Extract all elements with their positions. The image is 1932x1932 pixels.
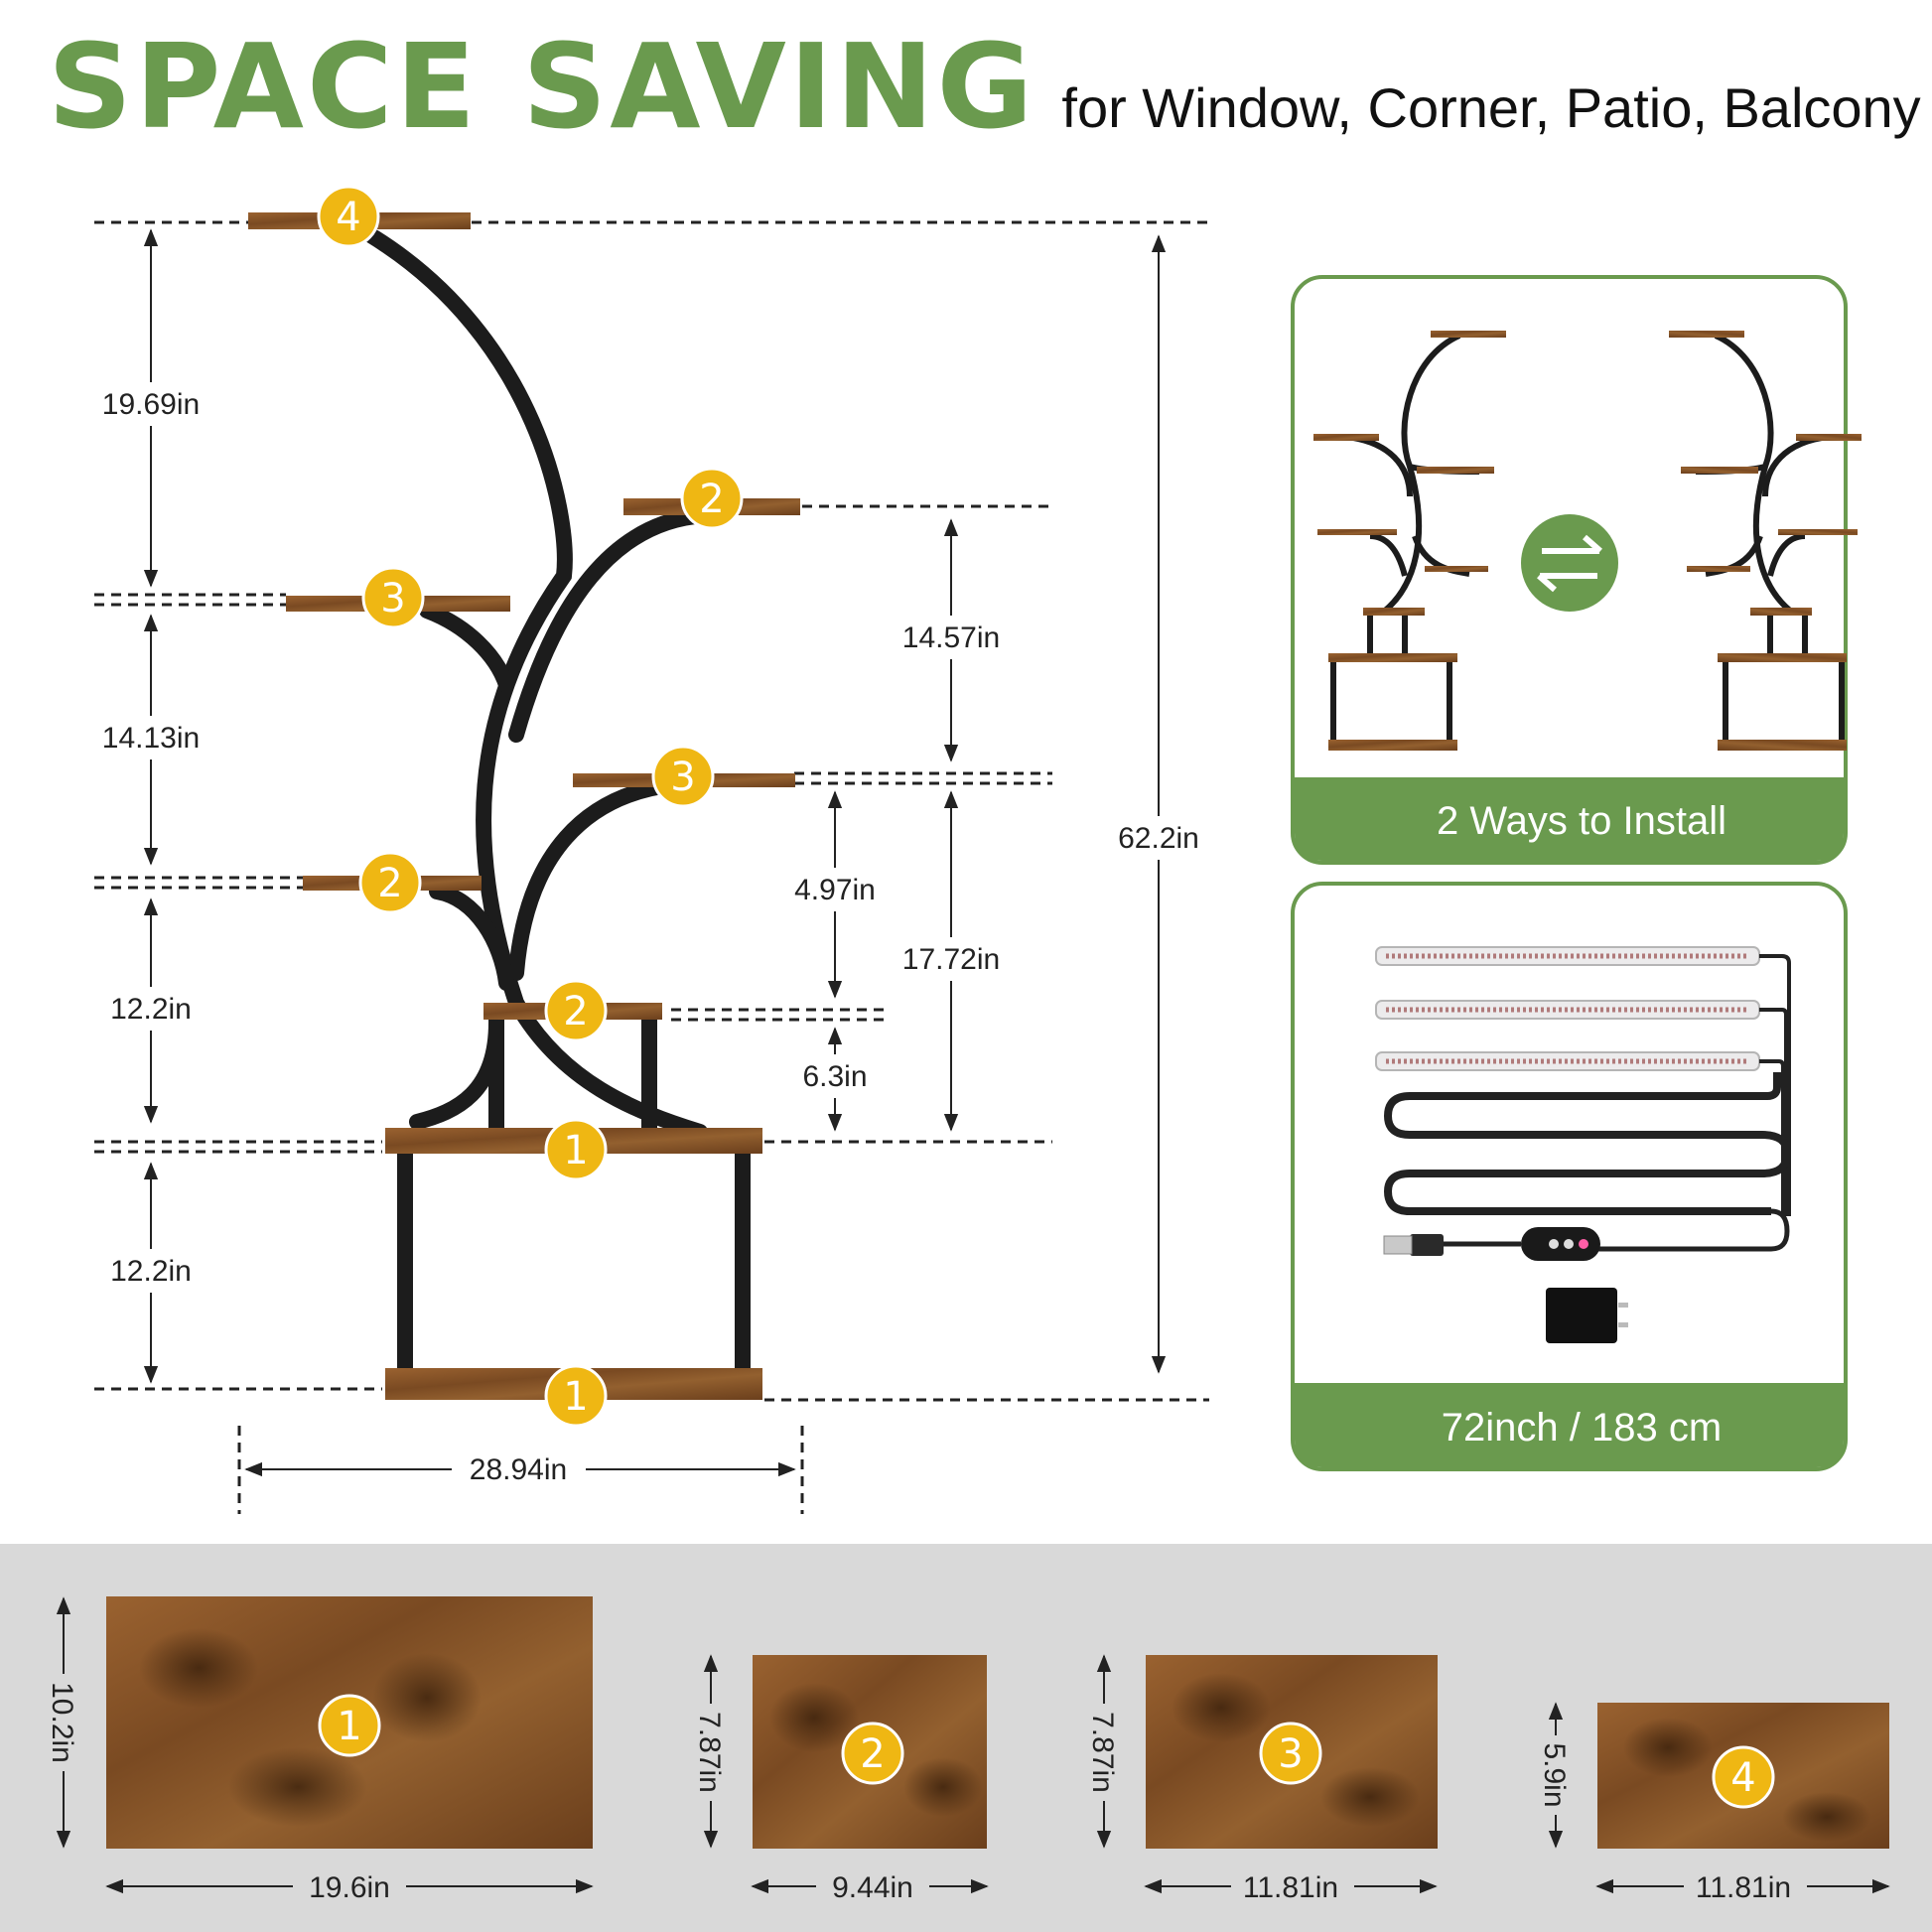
badge-right-middle: 3 <box>670 755 695 800</box>
controller-remote <box>1521 1227 1600 1261</box>
board-2-badge: 2 <box>860 1731 885 1777</box>
plant-stand <box>248 212 800 1400</box>
headline-subtitle: for Window, Corner, Patio, Balcony <box>1061 76 1921 139</box>
dim-width: 28.94in <box>470 1453 567 1486</box>
shelf-badges: 4 2 3 3 2 2 1 1 <box>317 185 744 1428</box>
board-3-width: 11.81in <box>1243 1871 1338 1904</box>
dim-left-4: 12.2in <box>110 1255 192 1288</box>
light-bar <box>1375 946 1760 966</box>
badge-left-upper: 3 <box>380 576 405 621</box>
board-1-depth: 10.2in <box>46 1682 78 1763</box>
badge-base-top: 1 <box>563 1128 588 1173</box>
board-2-width: 9.44in <box>832 1871 913 1904</box>
height-guides <box>94 220 1209 1514</box>
light-label: 72inch / 183 cm <box>1442 1406 1722 1449</box>
board-3-badge: 3 <box>1278 1731 1303 1777</box>
shelf-board-3: 3 <box>1146 1655 1438 1849</box>
dim-left-1: 19.69in <box>102 388 200 421</box>
dim-left-3: 12.2in <box>110 993 192 1026</box>
dim-total-height: 62.2in <box>1118 822 1199 855</box>
badge-base-bottom: 1 <box>563 1374 588 1420</box>
dim-right-2: 4.97in <box>794 874 876 906</box>
board-2-depth: 7.87in <box>693 1712 726 1793</box>
dimension-arrows <box>143 228 1167 1477</box>
badge-right-upper: 2 <box>699 477 724 522</box>
dim-right-4: 6.3in <box>802 1060 867 1093</box>
board-1-width: 19.6in <box>309 1871 390 1904</box>
board-4-depth: 5.9in <box>1538 1742 1571 1807</box>
headline: SPACE SAVING for Window, Corner, Patio, B… <box>48 18 1921 155</box>
badge-center-low: 2 <box>563 989 588 1035</box>
dim-right-1: 14.57in <box>902 621 1000 654</box>
dim-left-2: 14.13in <box>102 722 200 755</box>
grow-light-panel: 72inch / 183 cm <box>1291 882 1848 1471</box>
shelf-board-4: 4 <box>1597 1703 1889 1849</box>
board-4-badge: 4 <box>1730 1755 1755 1801</box>
swap-arrows-icon <box>1521 514 1618 612</box>
mini-stand-left <box>1313 331 1506 751</box>
install-label: 2 Ways to Install <box>1437 799 1726 843</box>
power-adapter-icon <box>1546 1288 1617 1343</box>
shelf-board-1: 1 <box>106 1596 593 1849</box>
light-bar <box>1375 1051 1760 1071</box>
badge-top: 4 <box>336 195 360 240</box>
light-bar <box>1375 1000 1760 1020</box>
install-panel: 2 Ways to Install <box>1291 275 1862 865</box>
board-3-depth: 7.87in <box>1086 1712 1119 1793</box>
headline-title: SPACE SAVING <box>48 18 1036 155</box>
dim-right-3: 17.72in <box>902 943 1000 976</box>
board-1-badge: 1 <box>337 1704 361 1749</box>
mini-stand-right <box>1669 331 1862 751</box>
badge-left-middle: 2 <box>377 861 402 906</box>
board-4-width: 11.81in <box>1696 1871 1791 1904</box>
shelf-board-2: 2 <box>753 1655 987 1849</box>
usb-plug-icon <box>1410 1234 1444 1256</box>
